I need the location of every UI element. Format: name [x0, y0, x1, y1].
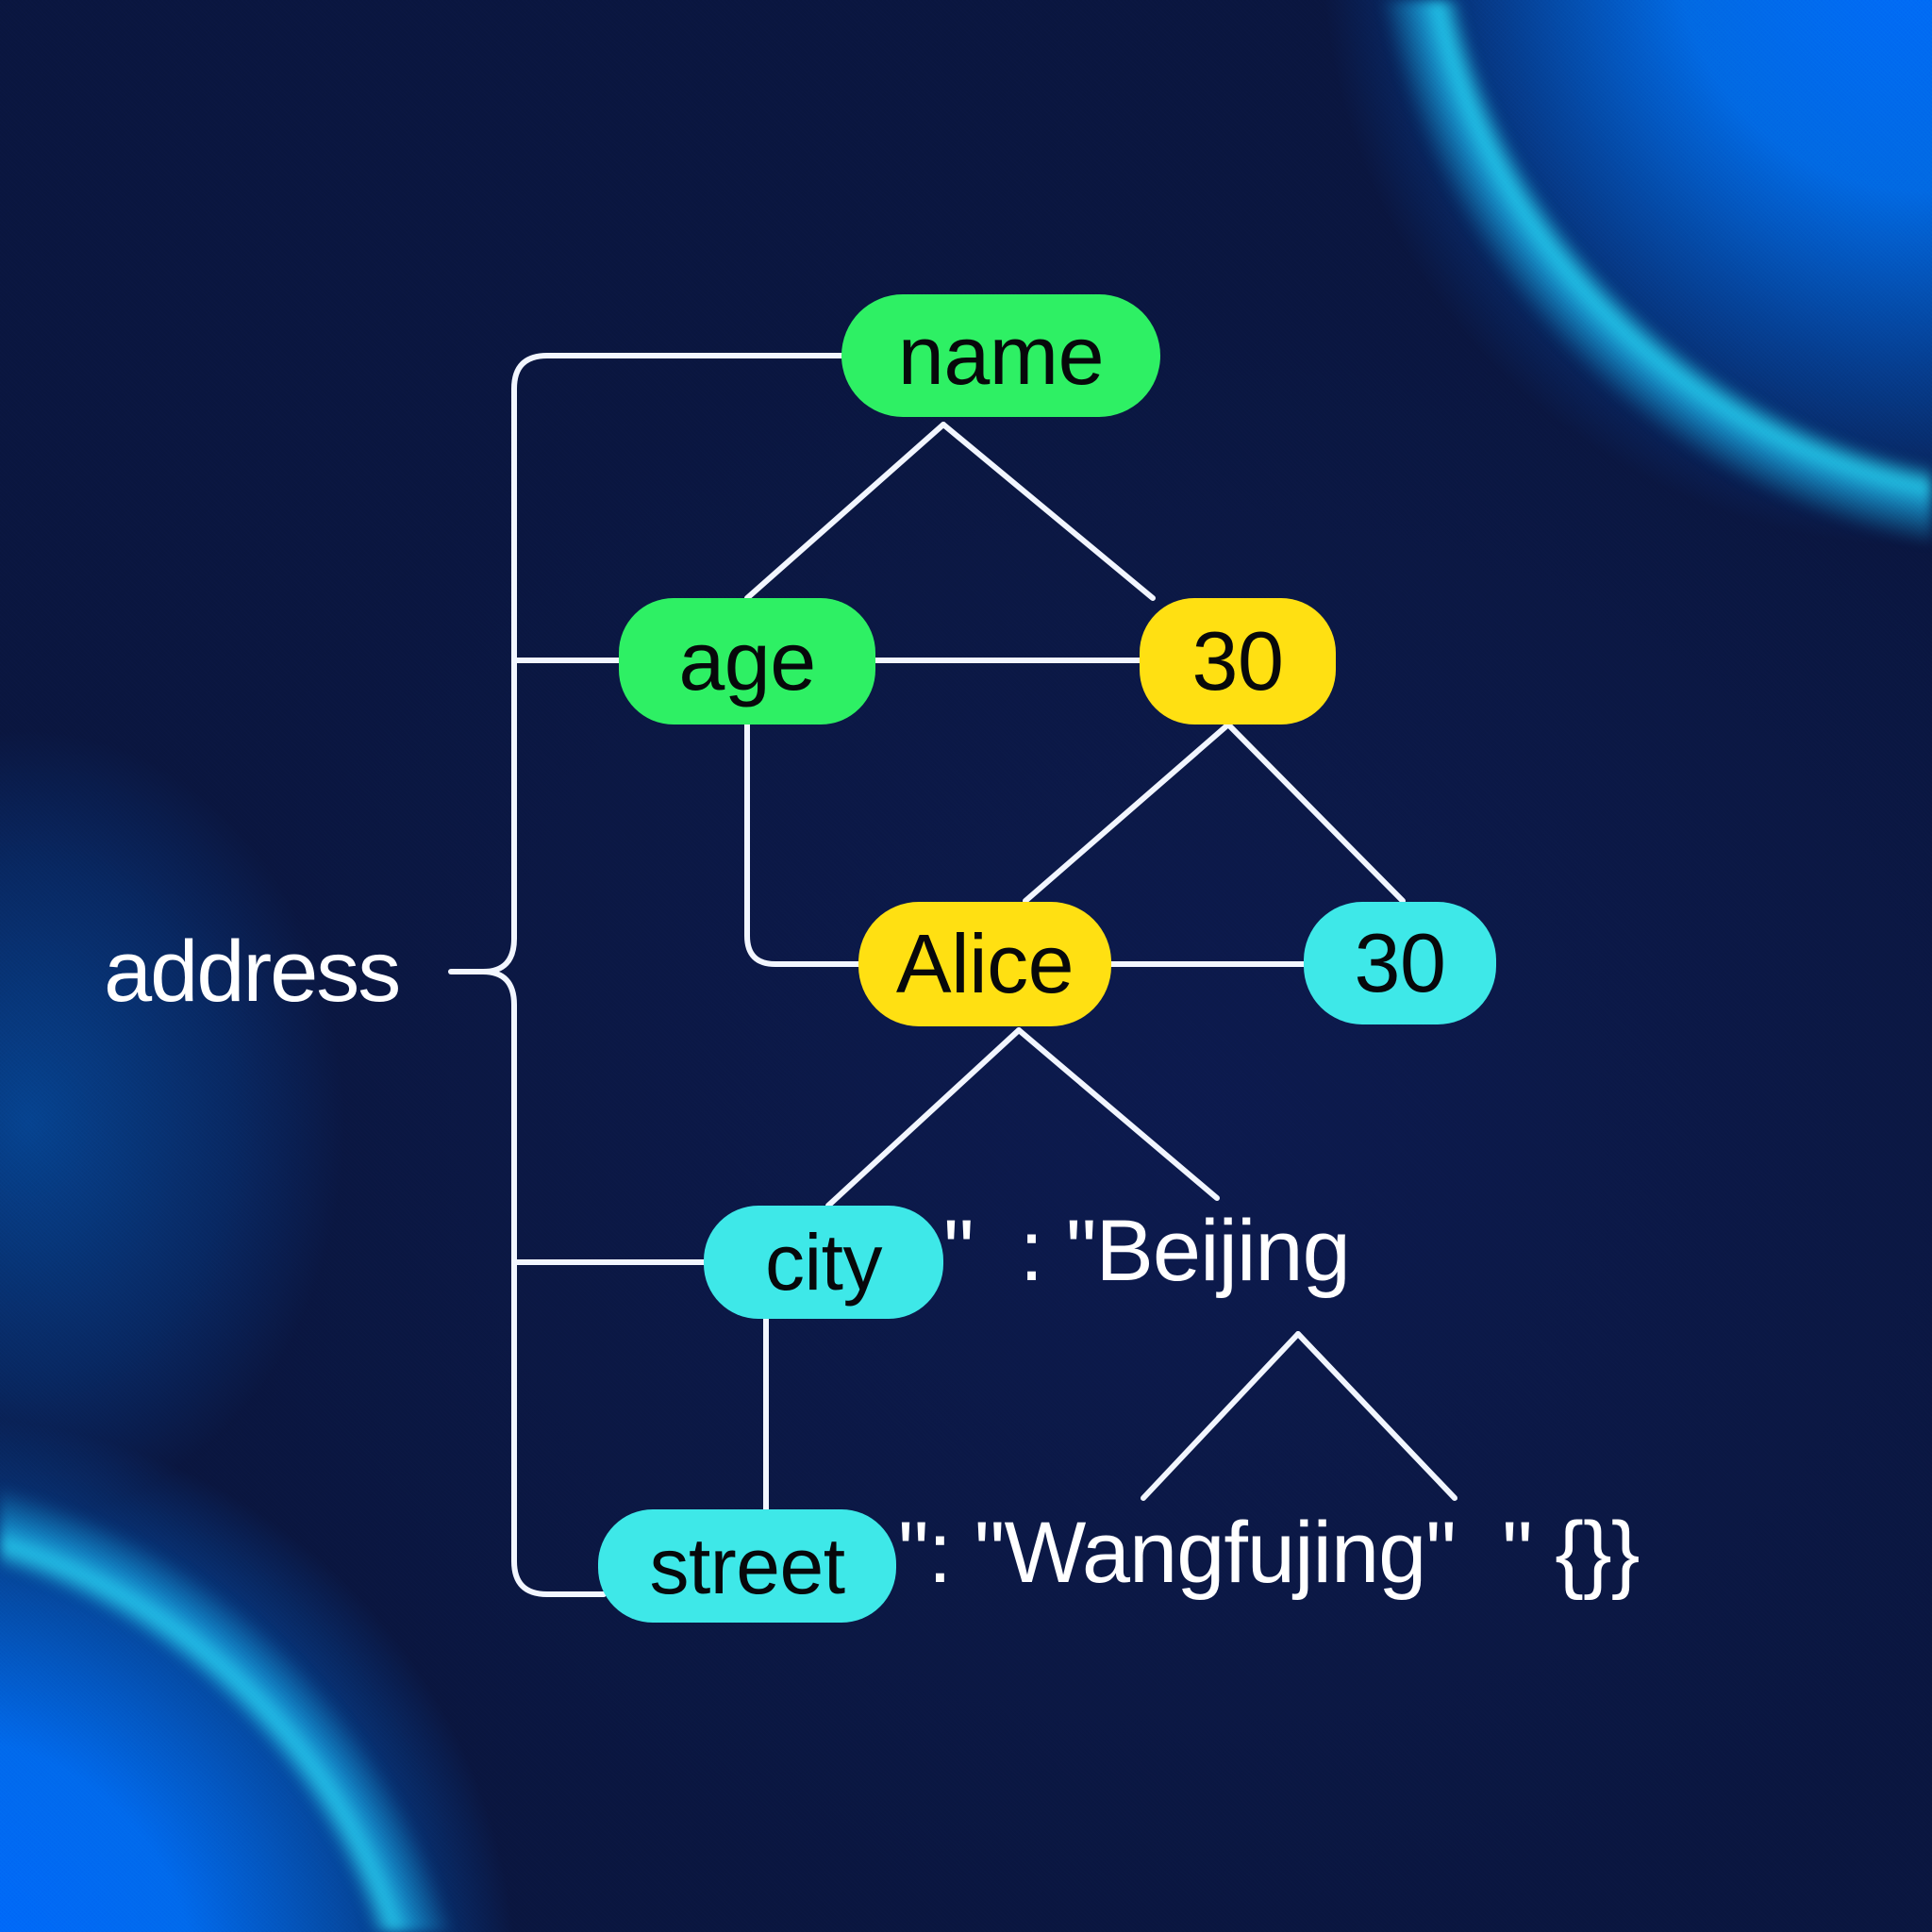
- edge-beijing-left: [1141, 1331, 1301, 1501]
- edge-30a-alice: [1023, 722, 1231, 904]
- edge-beijing-right: [1295, 1331, 1457, 1501]
- node-30-cyan[interactable]: 30: [1304, 902, 1496, 1024]
- edge-name-30a: [941, 422, 1156, 601]
- node-name[interactable]: name: [841, 294, 1160, 417]
- edge-30a-30b: [1225, 722, 1406, 904]
- text-city-value: " : "Beijing: [943, 1203, 1351, 1299]
- edge-age-alice: [744, 722, 863, 967]
- node-city[interactable]: city: [704, 1206, 943, 1319]
- node-age[interactable]: age: [619, 598, 875, 724]
- edge-alice-city: [825, 1027, 1022, 1208]
- edge-alice-beijing: [1016, 1027, 1220, 1201]
- text-street-value: ": "Wangfujing" " {}}: [898, 1505, 1640, 1601]
- node-alice[interactable]: Alice: [858, 902, 1111, 1026]
- edge-name-age: [744, 422, 946, 601]
- node-street[interactable]: street: [598, 1509, 896, 1623]
- root-label-address: address: [104, 924, 401, 1020]
- node-30-age-value[interactable]: 30: [1140, 598, 1336, 724]
